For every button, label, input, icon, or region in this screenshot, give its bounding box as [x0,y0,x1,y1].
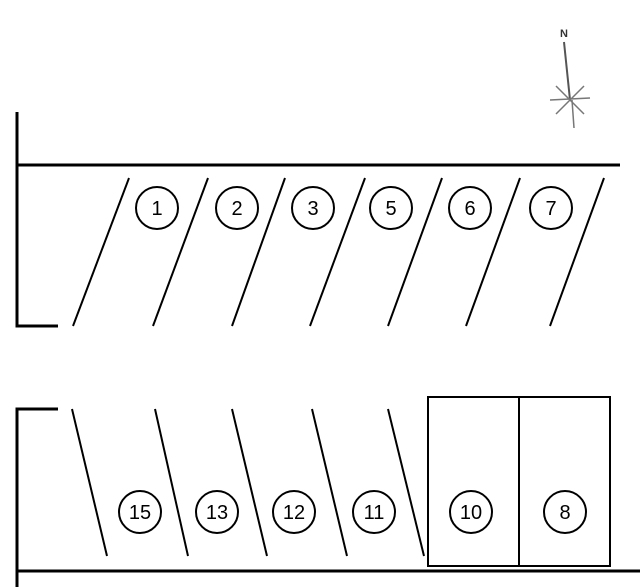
space-number-label: 8 [559,502,570,524]
space-number-label: 12 [283,502,305,524]
compass-north-label: N [560,28,568,40]
space-number-label: 10 [460,502,482,524]
space-divider-line [309,177,366,327]
space-divider-line [152,177,209,327]
space-divider-line [154,408,189,557]
space-divider-line [387,408,425,557]
space-divider-line [549,177,605,327]
space-divider-line [72,177,130,327]
space-number-circle [448,186,492,230]
space-number-label: 11 [364,502,385,524]
space-number-circle [291,186,335,230]
space-number-label: 1 [151,198,162,220]
space-number-circle [529,186,573,230]
space-number-circle [215,186,259,230]
space-number-label: 7 [545,198,556,220]
space-number-label: 15 [129,502,151,524]
space-number-label: 2 [231,198,242,220]
space-number-circle [352,490,396,534]
space-divider-line [71,408,108,557]
space-divider-line [387,177,443,327]
space-number-label: 13 [206,502,228,524]
space-number-label: 5 [385,198,396,220]
space-number-circle [272,490,316,534]
space-number-circle [118,490,162,534]
space-divider-line [231,177,286,327]
space-number-circle [369,186,413,230]
space-number-circle [543,490,587,534]
space-number-circle [135,186,179,230]
space-number-label: 6 [464,198,475,220]
space-number-circle [195,490,239,534]
space-divider-line [465,177,521,327]
space-divider-line [311,408,348,557]
space-divider-line [231,408,268,557]
lot-boundary [15,112,640,587]
space-number-circle [449,490,493,534]
space-number-label: 3 [307,198,318,220]
compass-icon: N [549,28,591,129]
